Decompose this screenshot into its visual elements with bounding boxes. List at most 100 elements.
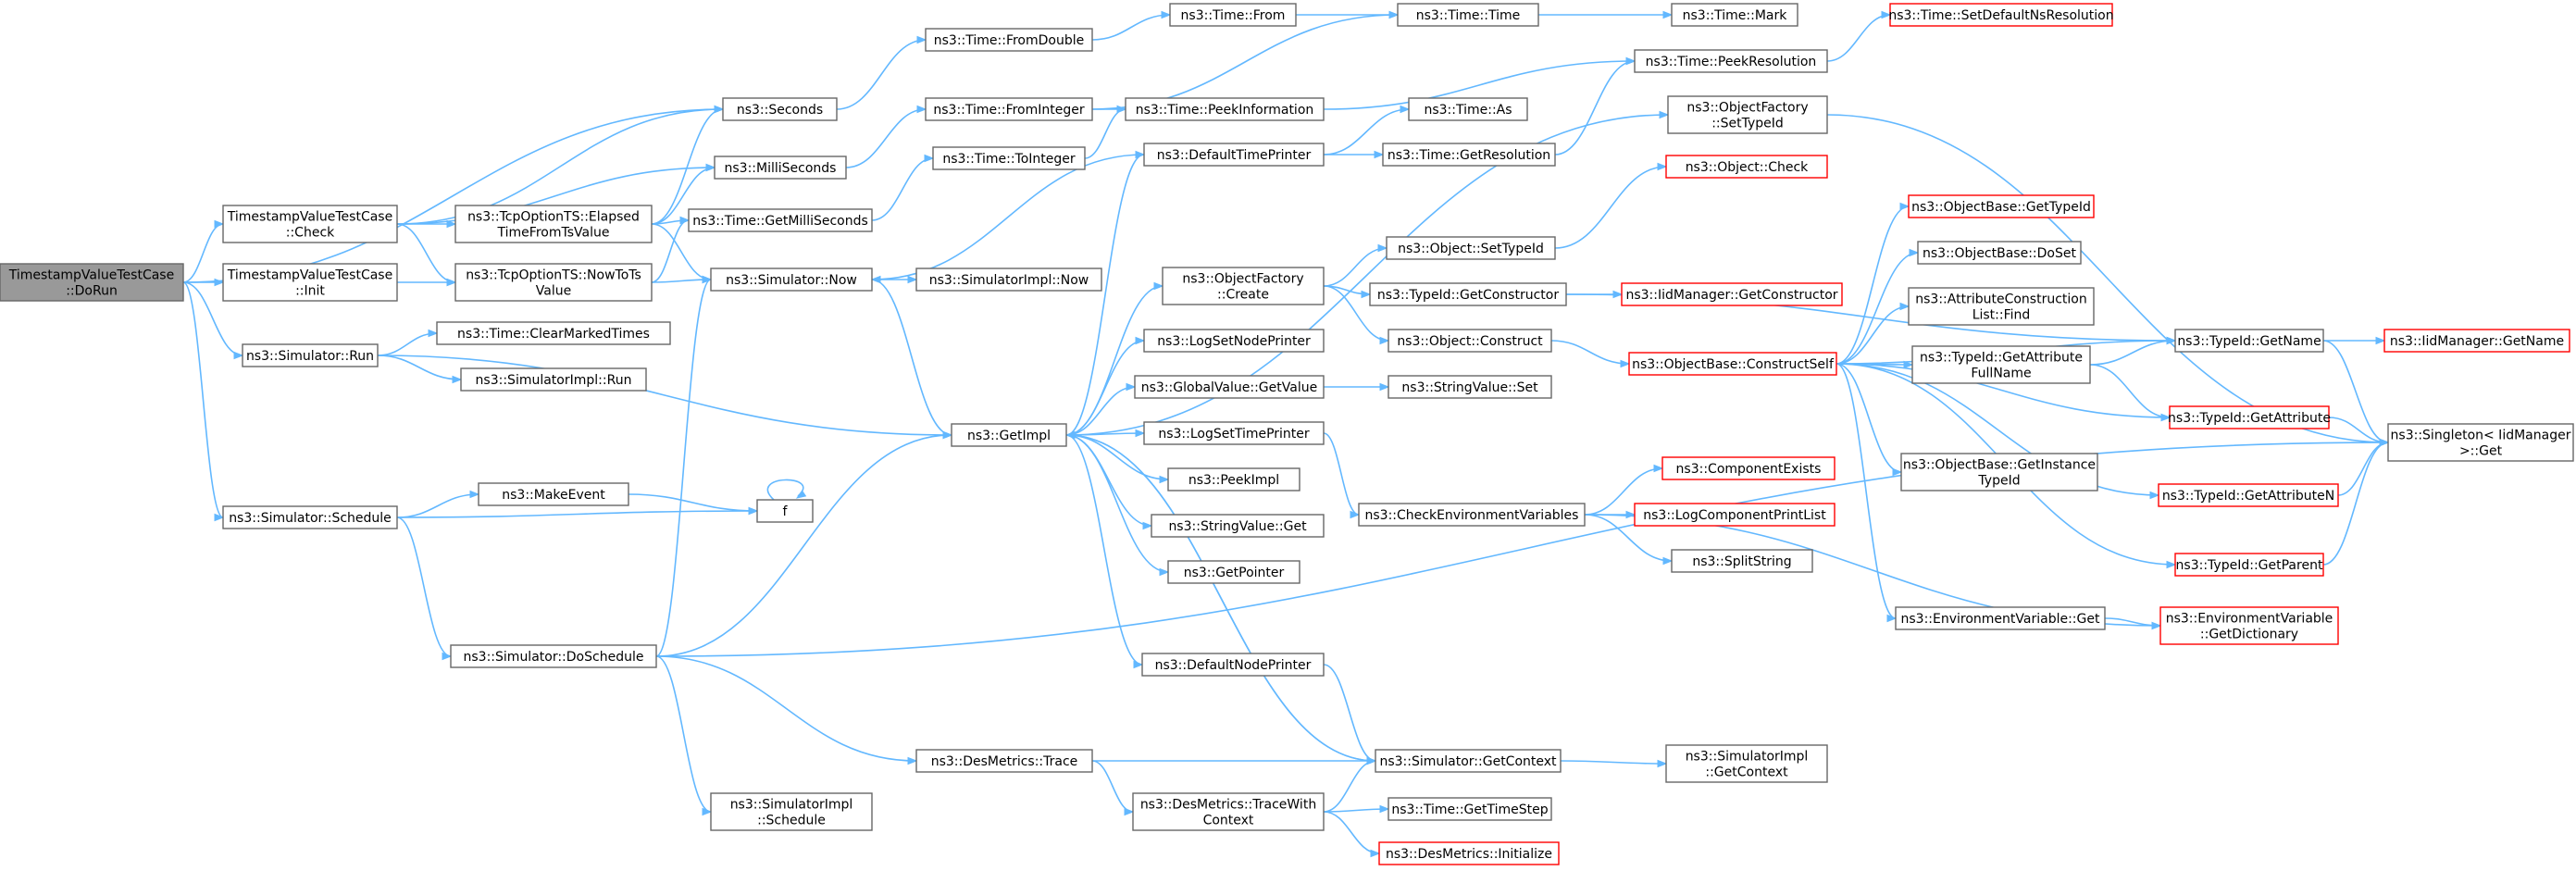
node-splitString[interactable]: ns3::SplitString [1671, 549, 1813, 573]
node-label: TimeFromTsValue [497, 226, 610, 241]
node-doSchedule[interactable]: ns3::Simulator::DoSchedule [450, 644, 657, 668]
node-simNow[interactable]: ns3::Simulator::Now [710, 268, 873, 292]
node-box [1167, 467, 1300, 491]
node-objCheck[interactable]: ns3::Object::Check [1665, 155, 1828, 179]
node-timeFrom[interactable]: ns3::Time::From [1169, 3, 1297, 27]
node-makeEvent[interactable]: ns3::MakeEvent [478, 482, 629, 506]
node-singletonGet[interactable]: ns3::Singleton< IidManager>::Get [2387, 423, 2574, 462]
node-fromInteger[interactable]: ns3::Time::FromInteger [925, 97, 1093, 121]
node-svSet[interactable]: ns3::StringValue::Set [1388, 375, 1552, 399]
node-simGetCtx[interactable]: ns3::Simulator::GetContext [1375, 749, 1562, 773]
node-peekRes[interactable]: ns3::Time::PeekResolution [1634, 49, 1828, 73]
node-implGetCtx[interactable]: ns3::SimulatorImpl::GetContext [1665, 744, 1828, 783]
node-envGet[interactable]: ns3::EnvironmentVariable::Get [1895, 606, 2106, 630]
node-label: ns3::Object::Construct [1397, 334, 1543, 349]
node-desTrace[interactable]: ns3::DesMetrics::Trace [915, 749, 1093, 773]
node-obGetTid[interactable]: ns3::ObjectBase::GetTypeId [1908, 194, 2095, 218]
node-getImpl[interactable]: ns3::GetImpl [951, 423, 1067, 447]
node-tidGetCons[interactable]: ns3::TypeId::GetConstructor [1369, 282, 1567, 306]
node-checkEnv[interactable]: ns3::CheckEnvironmentVariables [1358, 503, 1586, 527]
node-label: ns3::Time::PeekInformation [1136, 103, 1314, 118]
node-box [1908, 194, 2095, 218]
node-iidGetCons[interactable]: ns3::IidManager::GetConstructor [1621, 282, 1843, 306]
node-logSetNode[interactable]: ns3::LogSetNodePrinter [1143, 329, 1325, 353]
node-compExists[interactable]: ns3::ComponentExists [1661, 456, 1836, 480]
node-defTimePrinter[interactable]: ns3::DefaultTimePrinter [1143, 143, 1325, 167]
node-logSetTime[interactable]: ns3::LogSetTimePrinter [1143, 421, 1325, 445]
node-getPointer[interactable]: ns3::GetPointer [1167, 560, 1300, 584]
edge-objSetTid-to-objCheck [1554, 162, 1668, 249]
node-label: ns3::EnvironmentVariable::Get [1901, 612, 2100, 627]
node-label: ns3::ComponentExists [1676, 462, 1822, 477]
node-seconds[interactable]: ns3::Seconds [722, 97, 838, 121]
node-tidGetParent[interactable]: ns3::TypeId::GetParent [2174, 553, 2324, 577]
node-milli[interactable]: ns3::MilliSeconds [714, 156, 847, 180]
node-ofCreate[interactable]: ns3::ObjectFactory::Create [1162, 267, 1325, 305]
node-getMilli[interactable]: ns3::Time::GetMilliSeconds [688, 208, 873, 232]
node-getTimeStep[interactable]: ns3::Time::GetTimeStep [1388, 797, 1552, 821]
node-setDefaultNs[interactable]: ns3::Time::SetDefaultNsResolution [1888, 3, 2114, 27]
node-objConstruct[interactable]: ns3::Object::Construct [1388, 329, 1552, 353]
node-box [1671, 549, 1813, 573]
node-doRun[interactable]: TimestampValueTestCase::DoRun [0, 263, 184, 302]
node-label: ns3::Time::Time [1416, 8, 1520, 23]
node-label: ns3::Time::SetDefaultNsResolution [1888, 8, 2113, 23]
node-logCompPrint[interactable]: ns3::LogComponentPrintList [1634, 503, 1836, 527]
node-implNow[interactable]: ns3::SimulatorImpl::Now [915, 268, 1102, 292]
node-iidGetName[interactable]: ns3::IidManager::GetName [2383, 329, 2570, 353]
node-box [1628, 352, 1837, 376]
node-tvCheck[interactable]: TimestampValueTestCase::Check [222, 205, 398, 243]
node-peekImpl[interactable]: ns3::PeekImpl [1167, 467, 1300, 491]
node-clearMarked[interactable]: ns3::Time::ClearMarkedTimes [436, 321, 671, 345]
node-label: ns3::Simulator::GetContext [1379, 754, 1557, 769]
edge-getImpl-to-svGet [1065, 434, 1153, 530]
node-simRun[interactable]: ns3::Simulator::Run [242, 343, 379, 367]
node-defNodePrinter[interactable]: ns3::DefaultNodePrinter [1141, 653, 1325, 677]
node-desInit[interactable]: ns3::DesMetrics::Initialize [1378, 841, 1560, 865]
node-obDoSet[interactable]: ns3::ObjectBase::DoSet [1917, 241, 2082, 265]
node-obConstructSelf[interactable]: ns3::ObjectBase::ConstructSelf [1628, 352, 1837, 376]
node-getRes[interactable]: ns3::Time::GetResolution [1382, 143, 1556, 167]
node-box [2159, 606, 2339, 645]
node-ofSetTid[interactable]: ns3::ObjectFactory::SetTypeId [1667, 95, 1828, 134]
node-fromDouble[interactable]: ns3::Time::FromDouble [925, 28, 1093, 52]
node-simImplRun[interactable]: ns3::SimulatorImpl::Run [460, 367, 647, 392]
node-tvInit[interactable]: TimestampValueTestCase::Init [222, 263, 398, 302]
node-label: ns3::ObjectBase::DoSet [1923, 246, 2076, 261]
node-box [1408, 97, 1528, 121]
node-toInteger[interactable]: ns3::Time::ToInteger [932, 146, 1086, 170]
node-box [1358, 503, 1586, 527]
node-timeAs[interactable]: ns3::Time::As [1408, 97, 1528, 121]
edge-tidGetParent-to-singletonGet [2322, 438, 2390, 566]
node-label: ns3::Time::From [1181, 8, 1286, 23]
node-timeTime[interactable]: ns3::Time::Time [1397, 3, 1539, 27]
node-label: FullName [1971, 367, 2031, 381]
node-gvGetValue[interactable]: ns3::GlobalValue::GetValue [1134, 375, 1325, 399]
node-tidGetName[interactable]: ns3::TypeId::GetName [2174, 329, 2324, 353]
node-box [1667, 95, 1828, 134]
node-f[interactable]: f [756, 499, 814, 523]
node-label: ::DoRun [66, 284, 118, 299]
node-objSetTid[interactable]: ns3::Object::SetTypeId [1386, 236, 1556, 260]
node-peekInfo[interactable]: ns3::Time::PeekInformation [1125, 97, 1325, 121]
edge-tvCheck-to-elapsed [396, 219, 457, 229]
node-box [688, 208, 873, 232]
node-envGetDict[interactable]: ns3::EnvironmentVariable::GetDictionary [2159, 606, 2339, 645]
node-implSchedule[interactable]: ns3::SimulatorImpl::Schedule [710, 792, 873, 831]
node-label: TimestampValueTestCase [227, 268, 392, 283]
nodes-layer: TimestampValueTestCase::DoRunTimestampVa… [0, 3, 2574, 865]
node-svGet[interactable]: ns3::StringValue::Get [1151, 514, 1325, 538]
edge-obConstructSelf-to-obGetInstTid [1836, 363, 1903, 477]
node-simSchedule[interactable]: ns3::Simulator::Schedule [222, 505, 398, 529]
node-label: ns3::AttributeConstruction [1915, 292, 2086, 307]
node-tidGetAttr[interactable]: ns3::TypeId::GetAttribute [2168, 405, 2331, 429]
node-tidGetAttrN[interactable]: ns3::TypeId::GetAttributeN [2158, 483, 2339, 507]
node-timeMark[interactable]: ns3::Time::Mark [1671, 3, 1798, 27]
node-box [925, 28, 1093, 52]
